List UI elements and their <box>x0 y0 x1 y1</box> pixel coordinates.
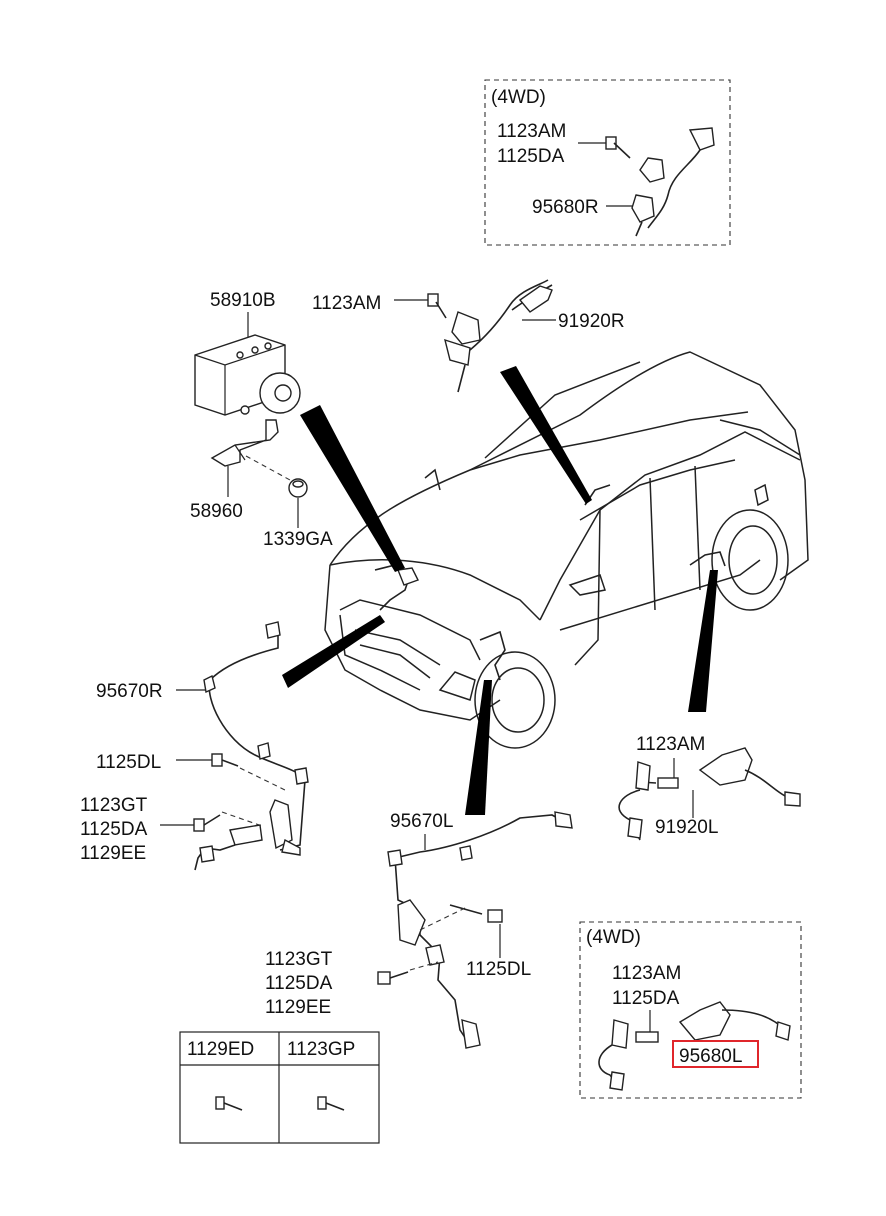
top-4wd-box: (4WD) 1123AM 1125DA 95680R <box>484 79 731 246</box>
bottom-4wd-box: (4WD) 1123AM 1125DA 95680L <box>579 921 802 1099</box>
label-1125DA-mid[interactable]: 1125DA <box>265 973 333 994</box>
bolt-1129ED-icon <box>215 1096 243 1111</box>
label-1123GT-left[interactable]: 1123GT <box>80 795 148 816</box>
label-1339GA[interactable]: 1339GA <box>263 529 333 550</box>
vehicle-illustration <box>324 351 809 749</box>
highlight-box-95680L <box>672 1040 759 1068</box>
label-1129EE-mid[interactable]: 1129EE <box>265 997 331 1018</box>
sensor-95670R: 95670R <box>96 621 309 856</box>
bolt-1123AM-top <box>605 136 631 159</box>
label-95680R[interactable]: 95680R <box>532 197 599 218</box>
label-91920L[interactable]: 91920L <box>655 817 718 838</box>
table-col-1123GP[interactable]: 1123GP <box>287 1039 355 1060</box>
sensor-95670L: 95670L <box>387 811 573 1049</box>
label-1123AM-top[interactable]: 1123AM <box>497 121 566 142</box>
label-1125DA-bottom[interactable]: 1125DA <box>612 988 680 1009</box>
label-1125DL-mid[interactable]: 1125DL <box>466 959 531 980</box>
insulator-1339GA: 1339GA <box>245 455 333 550</box>
label-1125DA-left[interactable]: 1125DA <box>80 819 148 840</box>
label-1123AM-bottom[interactable]: 1123AM <box>612 963 681 984</box>
bolt-group-left: 1123GT 1125DA 1129EE <box>80 795 263 871</box>
label-1123AM-mid[interactable]: 1123AM <box>312 293 381 314</box>
table-col-1129ED[interactable]: 1129ED <box>187 1039 254 1060</box>
label-95670R[interactable]: 95670R <box>96 681 163 702</box>
label-1123AM-right[interactable]: 1123AM <box>636 734 705 755</box>
label-1129EE-left[interactable]: 1129EE <box>80 843 146 864</box>
front-right-harness-91920R: 1123AM 91920R <box>312 279 625 393</box>
front-left-harness-91920L: 1123AM 91920L <box>618 734 801 841</box>
bolt-1125DL-left: 1125DL <box>96 752 286 791</box>
vehicle-harness-routing <box>374 484 726 681</box>
bolt-1125DL-mid: 1125DL <box>419 904 531 980</box>
label-91920R[interactable]: 91920R <box>558 311 625 332</box>
label-1125DA-top[interactable]: 1125DA <box>497 146 565 167</box>
bottom-4wd-title: (4WD) <box>586 927 641 948</box>
label-1125DL-left[interactable]: 1125DL <box>96 752 161 773</box>
bracket-58960: 58960 <box>190 419 279 522</box>
sensor-95680R <box>631 127 715 237</box>
label-95670L[interactable]: 95670L <box>390 811 453 832</box>
fastener-table: 1129ED 1123GP <box>179 1031 380 1144</box>
bolt-1123GP-icon <box>317 1096 345 1111</box>
label-58960[interactable]: 58960 <box>190 501 243 522</box>
label-1123GT-mid[interactable]: 1123GT <box>265 949 333 970</box>
callout-pointers <box>282 366 718 815</box>
abs-module-58910B: 58910B <box>194 290 301 416</box>
label-58910B[interactable]: 58910B <box>210 290 276 311</box>
label-95680L[interactable]: 95680L <box>679 1046 742 1067</box>
bolt-group-mid: 1123GT 1125DA 1129EE <box>265 949 439 1018</box>
top-4wd-title: (4WD) <box>491 87 546 108</box>
